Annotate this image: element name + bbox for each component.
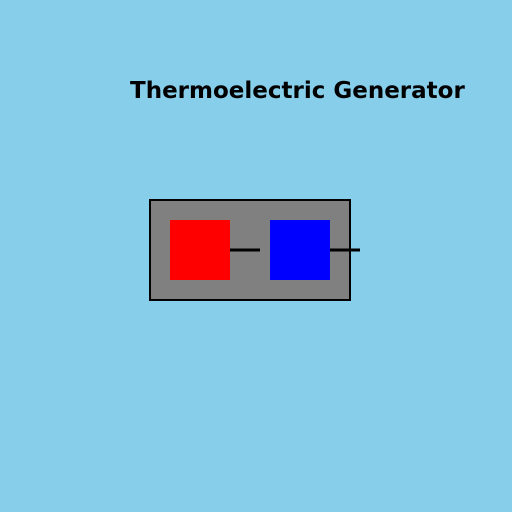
cold-side-block	[270, 220, 330, 280]
hot-side-block	[170, 220, 230, 280]
diagram-title: Thermoelectric Generator	[130, 78, 465, 104]
